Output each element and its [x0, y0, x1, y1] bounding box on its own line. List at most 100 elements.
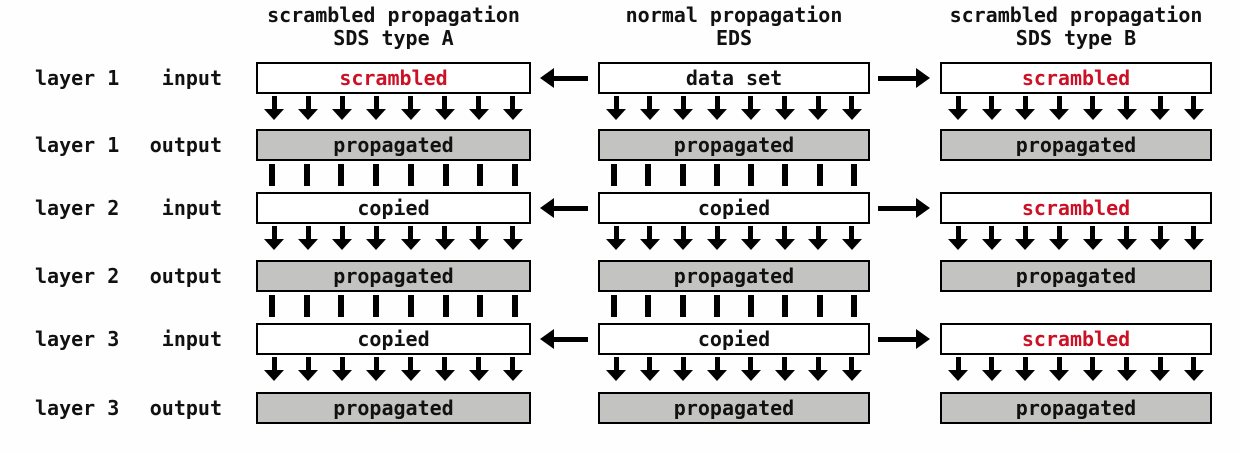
down-arrow-icon [948, 357, 968, 381]
box-text: scrambled [339, 66, 448, 90]
copy-bar-icon [713, 164, 720, 186]
io-label: input [161, 196, 222, 220]
box-sds-b-layer1-output: propagated [940, 129, 1212, 161]
propagate-arrows-row [598, 357, 870, 383]
box-sds-a-layer1-output: propagated [256, 129, 531, 161]
down-arrow-icon [400, 226, 421, 250]
down-arrow-icon [1116, 357, 1137, 381]
row-label-layer2-output: layer 2 output [35, 263, 222, 289]
down-arrow-icon [366, 96, 387, 120]
down-arrow-icon [981, 226, 1002, 250]
box-sds-b-layer1-input: scrambled [940, 62, 1212, 94]
down-arrow-icon [1150, 226, 1171, 250]
box-text: propagated [333, 396, 454, 420]
down-arrow-icon [639, 96, 660, 120]
down-arrow-icon [841, 96, 862, 120]
down-arrow-icon [434, 226, 455, 250]
copy-bar-icon [269, 164, 275, 186]
copy-bars-row [256, 164, 531, 186]
copy-bar-icon [748, 164, 755, 186]
down-arrow-icon [1116, 96, 1137, 120]
box-sds-b-layer3-output: propagated [940, 392, 1212, 424]
copy-bar-icon [477, 295, 484, 317]
copy-bars-row [598, 295, 870, 317]
down-arrow-icon [808, 226, 829, 250]
copy-bar-icon [477, 164, 484, 186]
copy-bars-row [256, 295, 531, 317]
down-arrow-icon [1150, 357, 1171, 381]
copy-bar-icon [850, 164, 857, 186]
box-text: propagated [333, 133, 454, 157]
copy-bar-icon [338, 295, 345, 317]
header-line-1: scrambled propagation [949, 3, 1203, 27]
down-arrow-icon [606, 96, 626, 120]
copy-bar-icon [645, 164, 652, 186]
copy-bar-icon [748, 295, 755, 317]
copy-bar-icon [269, 295, 275, 317]
down-arrow-icon [502, 357, 523, 381]
box-eds-layer1-output: propagated [598, 129, 870, 161]
box-eds-layer1-input: data set [598, 62, 870, 94]
down-arrow-icon [400, 96, 421, 120]
propagate-arrows-row [256, 96, 531, 122]
box-eds-layer2-output: propagated [598, 260, 870, 292]
arrow-left-icon [540, 329, 588, 349]
down-arrow-icon [502, 96, 523, 120]
down-arrow-icon [981, 96, 1002, 120]
down-arrow-icon [1049, 96, 1070, 120]
down-arrow-icon [707, 96, 728, 120]
down-arrow-icon [948, 226, 968, 250]
box-eds-layer3-output: propagated [598, 392, 870, 424]
header-line-1: scrambled propagation [267, 3, 520, 27]
copy-bar-icon [782, 295, 789, 317]
copy-bar-icon [338, 164, 345, 186]
box-sds-a-layer3-input: copied [256, 323, 531, 355]
down-arrow-icon [468, 357, 489, 381]
down-arrow-icon [1116, 226, 1137, 250]
down-arrow-icon [808, 357, 829, 381]
propagate-arrows-row [940, 357, 1212, 383]
down-arrow-icon [366, 226, 387, 250]
down-arrow-icon [502, 226, 523, 250]
down-arrow-icon [740, 357, 761, 381]
down-arrow-icon [808, 96, 829, 120]
propagate-arrows-row [940, 96, 1212, 122]
box-text: propagated [673, 133, 795, 157]
down-arrow-icon [639, 226, 660, 250]
down-arrow-icon [332, 357, 353, 381]
down-arrow-icon [332, 226, 353, 250]
arrow-right-icon [878, 68, 930, 88]
propagate-arrows-row [256, 357, 531, 383]
propagate-arrows-row [598, 96, 870, 122]
copy-bar-icon [816, 164, 823, 186]
down-arrow-icon [639, 357, 660, 381]
box-sds-a-layer3-output: propagated [256, 392, 531, 424]
io-label: output [149, 133, 222, 157]
down-arrow-icon [264, 226, 284, 250]
copy-bar-icon [713, 295, 720, 317]
down-arrow-icon [1183, 96, 1204, 120]
copy-bar-icon [511, 295, 518, 317]
layer-label: layer 2 [35, 196, 120, 220]
down-arrow-icon [740, 96, 761, 120]
down-arrow-icon [1015, 96, 1036, 120]
header-line-1: normal propagation [625, 3, 843, 27]
down-arrow-icon [298, 357, 319, 381]
down-arrow-icon [400, 357, 421, 381]
arrow-right-icon [878, 198, 930, 218]
io-label: output [149, 264, 222, 288]
arrow-left-icon [540, 198, 588, 218]
down-arrow-icon [1082, 226, 1103, 250]
box-sds-b-layer3-input: scrambled [940, 323, 1212, 355]
down-arrow-icon [948, 96, 968, 120]
down-arrow-icon [1049, 226, 1070, 250]
box-text: copied [357, 196, 430, 220]
header-line-2: EDS [715, 26, 753, 50]
box-eds-layer3-input: copied [598, 323, 870, 355]
layer-label: layer 2 [35, 264, 120, 288]
copy-bar-icon [407, 164, 414, 186]
down-arrow-icon [774, 96, 795, 120]
down-arrow-icon [1150, 96, 1171, 120]
down-arrow-icon [774, 226, 795, 250]
